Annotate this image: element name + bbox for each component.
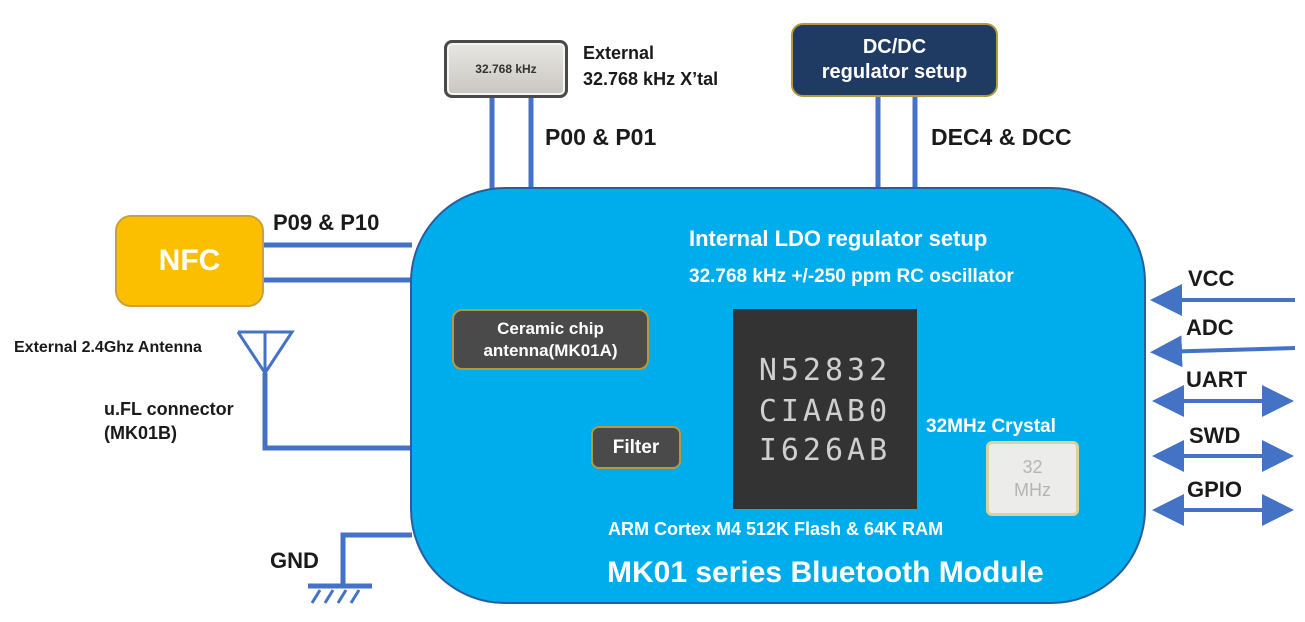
external-crystal-label: 32.768 kHz xyxy=(475,62,537,76)
antenna-icon xyxy=(236,330,295,376)
nrf52832-chip: N52832 CIAAB0 I626AB xyxy=(733,309,917,509)
cpu-memory-label: ARM Cortex M4 512K Flash & 64K RAM xyxy=(608,519,944,539)
dcdc-pins-label: DEC4 & DCC xyxy=(931,124,1072,150)
interface-uart: UART xyxy=(1186,367,1248,392)
chip-marking-line2: CIAAB0 xyxy=(758,394,892,429)
external-antenna-label: External 2.4Ghz Antenna xyxy=(14,339,202,356)
filter-block: Filter xyxy=(591,426,681,469)
adc-arrow xyxy=(1150,335,1296,368)
crystal-pins-label: P00 & P01 xyxy=(545,124,657,150)
ceramic-antenna: Ceramic chip antenna(MK01A) xyxy=(452,309,649,370)
crystal-32mhz-line1: 32 xyxy=(1022,456,1043,477)
interface-adc: ADC xyxy=(1186,315,1234,340)
ufl-connector-label: u.FL connector xyxy=(104,399,234,419)
dcdc-regulator: DC/DC regulator setup xyxy=(791,23,998,97)
nfc-pins-label: P09 & P10 xyxy=(273,210,380,235)
chip-marking-line1: N52832 xyxy=(758,353,892,388)
ground-icon xyxy=(310,589,361,604)
ceramic-line2: antenna(MK01A) xyxy=(483,340,618,360)
dcdc-line1: DC/DC xyxy=(862,36,927,58)
external-crystal-caption-1: External xyxy=(583,43,655,63)
chip-marking-line3: I626AB xyxy=(758,433,892,468)
nfc-block: NFC xyxy=(115,215,264,307)
gnd-label: GND xyxy=(270,548,319,573)
crystal-32mhz: 32 MHz xyxy=(986,441,1079,516)
module-title: MK01 series Bluetooth Module xyxy=(607,556,1044,589)
filter-label: Filter xyxy=(612,436,660,458)
dcdc-line2: regulator setup xyxy=(821,61,968,83)
ldo-label: Internal LDO regulator setup xyxy=(689,226,988,251)
interface-gpio: GPIO xyxy=(1187,477,1243,502)
interface-vcc: VCC xyxy=(1188,266,1235,291)
ceramic-line1: Ceramic chip xyxy=(497,318,604,338)
crystal-32mhz-caption: 32MHz Crystal xyxy=(926,416,1056,437)
external-crystal: 32.768 kHz xyxy=(444,40,568,98)
interface-swd: SWD xyxy=(1189,423,1241,448)
external-crystal-caption-2: 32.768 kHz X’tal xyxy=(583,69,719,89)
nfc-label: NFC xyxy=(158,244,221,277)
ufl-connector-model: (MK01B) xyxy=(104,423,178,443)
crystal-32mhz-line2: MHz xyxy=(1014,479,1051,500)
wire-gnd xyxy=(340,532,412,586)
rc-oscillator-label: 32.768 kHz +/-250 ppm RC oscillator xyxy=(689,266,1014,287)
